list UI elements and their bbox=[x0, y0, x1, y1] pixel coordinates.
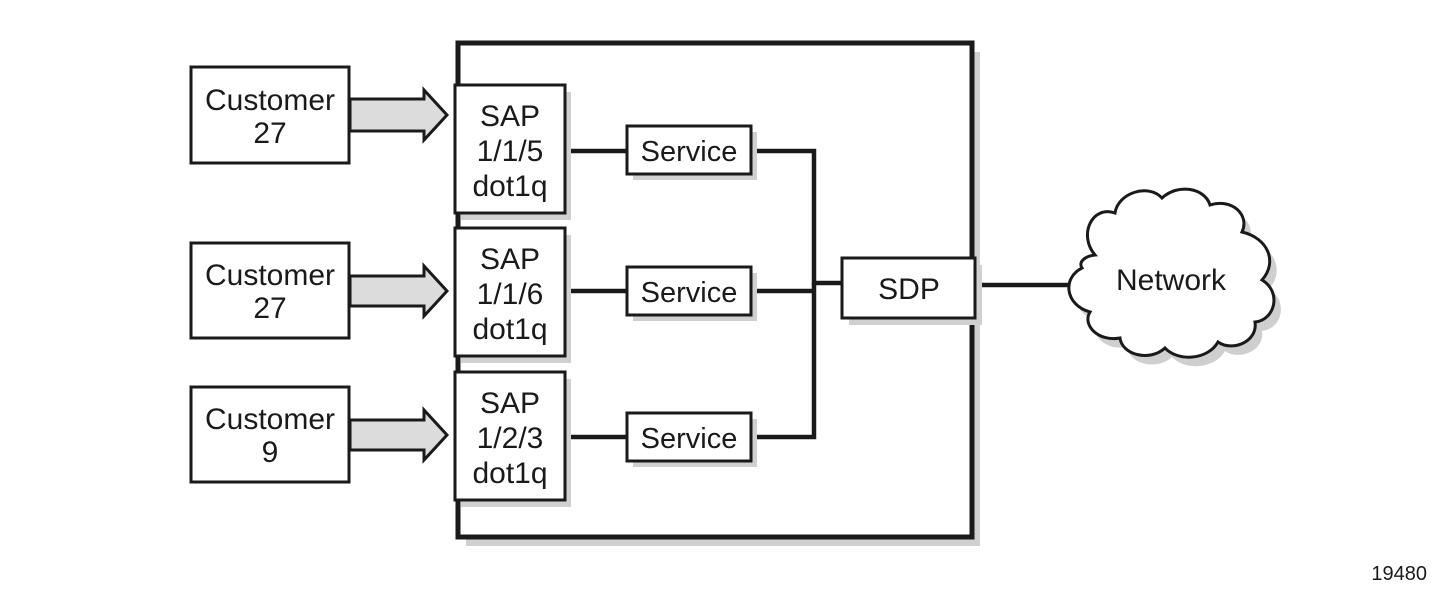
customer-1-arrow-icon bbox=[348, 86, 450, 144]
sap-2-line1: SAP bbox=[480, 243, 540, 276]
sap-box-2: SAP 1/1/6 dot1q bbox=[453, 226, 571, 363]
figure-id: 19480 bbox=[1371, 563, 1427, 585]
customer-2-line2: 27 bbox=[253, 292, 286, 325]
sdp-box: SDP bbox=[840, 256, 982, 325]
customer-box-3: Customer 9 bbox=[189, 385, 351, 484]
sap-1-line3: dot1q bbox=[472, 170, 547, 203]
service-box-1: Service bbox=[625, 124, 757, 180]
sap-2-line2: 1/1/6 bbox=[477, 278, 544, 311]
sap-3-line3: dot1q bbox=[472, 457, 547, 490]
sdp-label: SDP bbox=[878, 273, 940, 306]
customer-2-line1: Customer bbox=[205, 259, 335, 292]
sap-3-line2: 1/2/3 bbox=[477, 422, 544, 455]
sap-2-line3: dot1q bbox=[472, 313, 547, 346]
service-box-2: Service bbox=[625, 265, 757, 321]
sap-box-1: SAP 1/1/5 dot1q bbox=[453, 83, 571, 220]
customer-1-line2: 27 bbox=[253, 117, 286, 150]
customer-3-line2: 9 bbox=[262, 436, 279, 469]
service-sdp-link-3 bbox=[750, 283, 817, 440]
customer-box-2: Customer 27 bbox=[189, 241, 351, 340]
service-box-3: Service bbox=[625, 411, 757, 467]
service-3-label: Service bbox=[641, 423, 738, 455]
sap-3-line1: SAP bbox=[480, 387, 540, 420]
customer-box-1: Customer 27 bbox=[189, 65, 351, 165]
network-label: Network bbox=[1116, 264, 1227, 297]
service-1-label: Service bbox=[641, 136, 738, 168]
sap-box-3: SAP 1/2/3 dot1q bbox=[453, 370, 571, 507]
network-cloud-icon: Network bbox=[1067, 187, 1281, 367]
customer-2-arrow-icon bbox=[348, 262, 450, 320]
customer-1-line1: Customer bbox=[205, 84, 335, 117]
service-2-label: Service bbox=[641, 277, 738, 309]
customer-3-line1: Customer bbox=[205, 403, 335, 436]
service-sdp-link-1 bbox=[750, 148, 843, 286]
sap-1-line1: SAP bbox=[480, 100, 540, 133]
customer-3-arrow-icon bbox=[348, 406, 450, 464]
sap-1-line2: 1/1/5 bbox=[477, 135, 544, 168]
